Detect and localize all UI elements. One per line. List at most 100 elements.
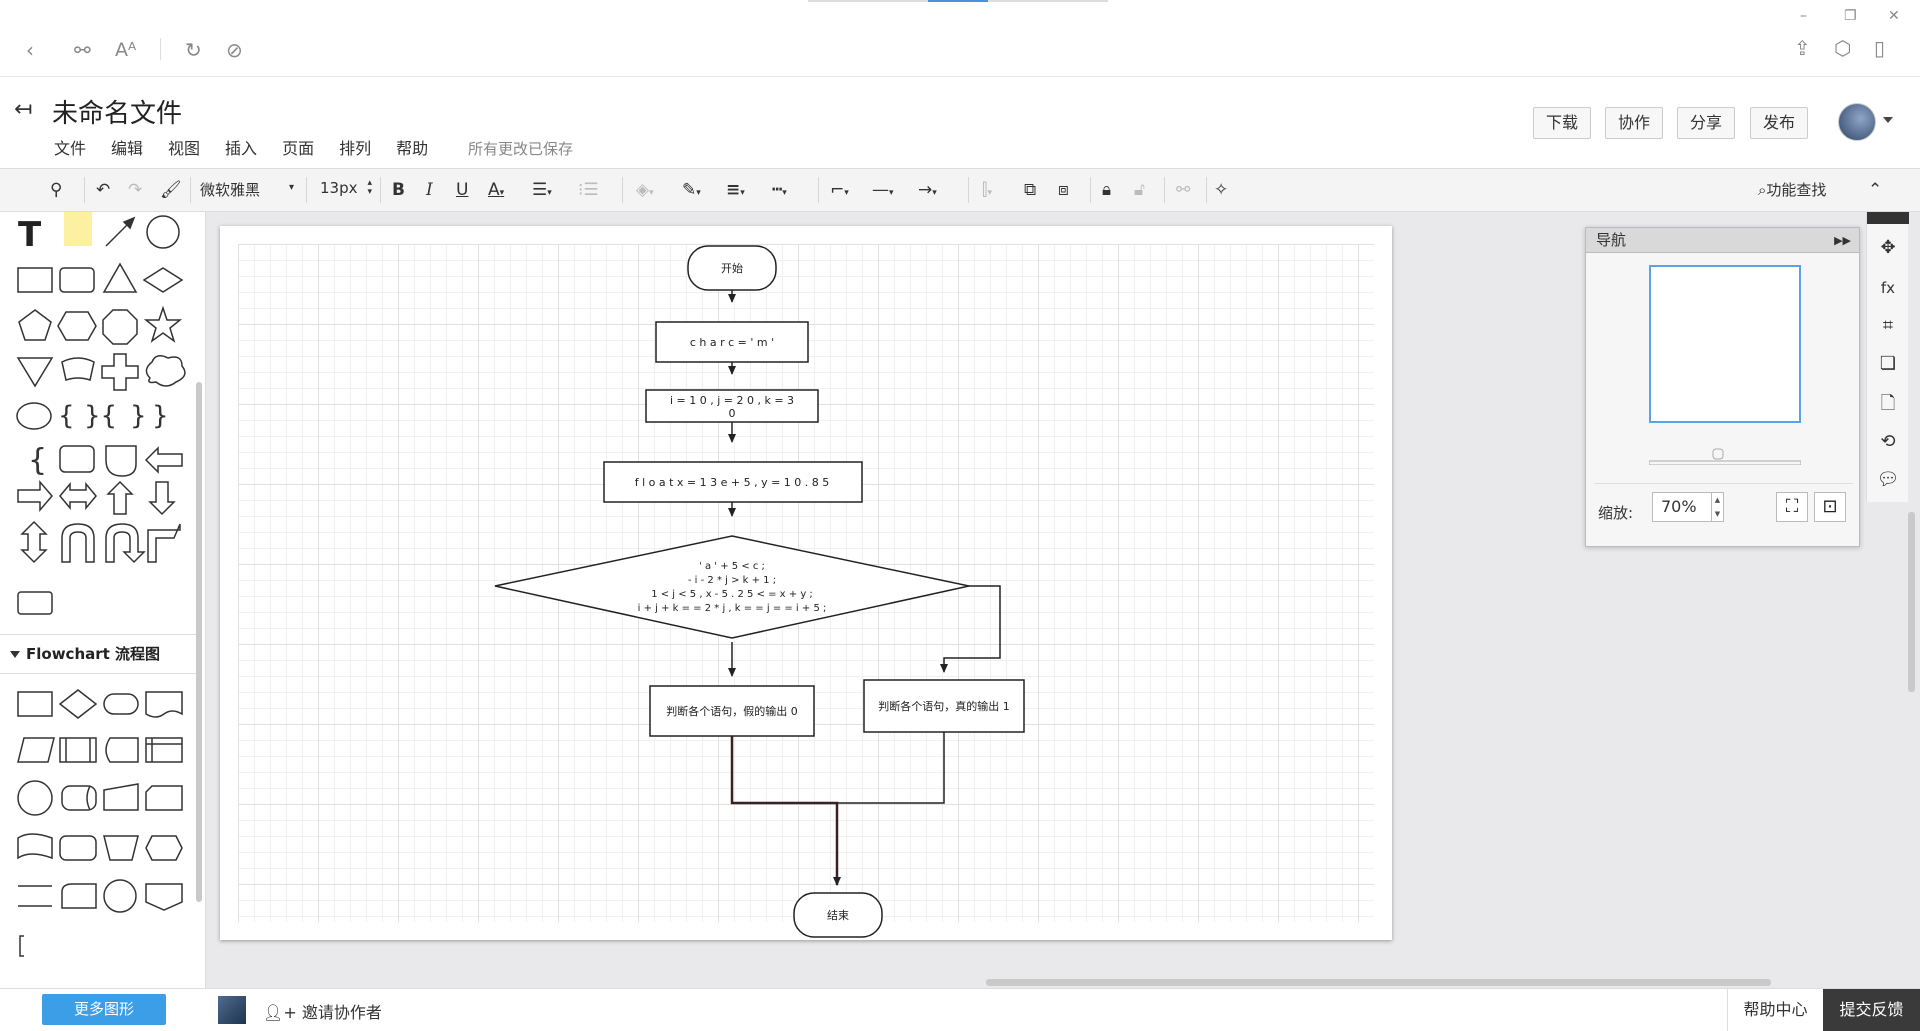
feature-search-button[interactable]: ⌕功能查找 (1758, 180, 1826, 200)
format-brush-icon[interactable]: 🖌 (160, 180, 182, 200)
fc-direct-data[interactable] (61, 785, 97, 811)
line-spacing-icon[interactable]: ⁝☰ (578, 180, 599, 200)
shape-bracket[interactable]: } (152, 401, 169, 431)
feedback-button[interactable]: 提交反馈 (1823, 989, 1920, 1031)
close-icon[interactable]: ✕ (1888, 8, 1900, 24)
format-painter-pin-icon[interactable]: ⚲ (50, 180, 63, 200)
link-icon[interactable]: ⚯ (74, 38, 91, 62)
shape-curly[interactable]: { (28, 443, 47, 478)
shape-right-arrow[interactable] (17, 479, 53, 513)
collapse-toolbar-icon[interactable]: ⌃ (1868, 180, 1883, 200)
download-button[interactable]: 下载 (1533, 107, 1592, 139)
formula-icon[interactable]: fx (1880, 279, 1896, 297)
shape-circle[interactable] (146, 215, 180, 249)
node-false[interactable] (649, 685, 815, 737)
shape-rounded-rect[interactable] (59, 267, 95, 293)
pages-icon[interactable]: ❏ (1879, 353, 1897, 374)
navigator-viewport[interactable] (1649, 265, 1801, 423)
node-condition[interactable] (494, 535, 970, 639)
horizontal-scrollbar[interactable] (986, 979, 1771, 986)
fc-loop-limit[interactable] (61, 883, 97, 909)
shape-tag[interactable] (105, 445, 137, 477)
menu-edit[interactable]: 编辑 (111, 139, 144, 158)
shape-inv-triangle[interactable] (16, 357, 54, 388)
line-color-icon[interactable]: ✎▾ (682, 180, 701, 200)
fc-manual-input[interactable] (103, 783, 139, 811)
fc-process[interactable] (17, 691, 53, 717)
fc-parallel[interactable] (18, 885, 52, 907)
minimize-icon[interactable]: – (1800, 8, 1807, 24)
shape-corner[interactable] (147, 523, 181, 563)
node-char[interactable] (655, 321, 809, 363)
shape-down-arrow[interactable] (148, 481, 176, 516)
sidebar-scrollbar[interactable] (196, 382, 202, 902)
fc-predefined[interactable] (59, 737, 97, 763)
navigator-toggle-icon[interactable]: ✥ (1880, 237, 1896, 258)
fill-color-icon[interactable]: ◈▾ (636, 180, 654, 200)
shape-text[interactable]: T (18, 215, 42, 255)
undo-icon[interactable]: ↶ (96, 180, 111, 200)
bring-front-icon[interactable]: ⧉ (1024, 180, 1037, 200)
send-back-icon[interactable]: ⧈ (1058, 180, 1069, 200)
underline-icon[interactable]: U (456, 180, 469, 200)
return-icon[interactable]: ↤ (14, 97, 33, 122)
back-icon[interactable]: ‹ (26, 38, 34, 62)
line-start-icon[interactable]: —▾ (872, 180, 894, 200)
font-family-select[interactable]: 微软雅黑▾ (200, 179, 294, 200)
fc-manual-op[interactable] (103, 835, 139, 861)
fc-on-page[interactable] (103, 879, 137, 913)
fc-off-page[interactable] (145, 883, 183, 911)
page-icon[interactable]: 🗋 (1880, 393, 1896, 414)
lock-icon[interactable]: 🔒︎ (1102, 180, 1112, 200)
crop-icon[interactable]: ⌗ (1882, 315, 1894, 336)
menu-insert[interactable]: 插入 (225, 139, 258, 158)
chevron-down-icon[interactable] (1883, 117, 1893, 123)
shape-double-arrow[interactable] (59, 481, 97, 511)
fc-stored[interactable] (105, 737, 139, 763)
menu-file[interactable]: 文件 (54, 139, 87, 158)
shape-brace[interactable]: { (58, 401, 75, 431)
shape-left-arrow[interactable] (144, 446, 183, 474)
comment-icon[interactable]: 💬︎ (1876, 469, 1900, 490)
menu-help[interactable]: 帮助 (396, 139, 429, 158)
flowchart-section-header[interactable]: Flowchart 流程图 (0, 634, 196, 674)
shape-brace-pair[interactable]: }{ (84, 401, 117, 431)
font-color-icon[interactable]: A▾ (488, 180, 505, 200)
zoom-stepper[interactable]: ▲▼ (1712, 492, 1724, 522)
shape-note[interactable] (64, 212, 92, 246)
shape-up-arrow[interactable] (106, 480, 134, 515)
shape-small-rect[interactable] (17, 591, 53, 615)
help-center-button[interactable]: 帮助中心 (1727, 989, 1823, 1031)
shape-updown-arrow[interactable] (20, 520, 48, 564)
shape-arrow-line[interactable] (105, 216, 136, 247)
redo-icon[interactable]: ↷ (128, 180, 143, 200)
menu-view[interactable]: 视图 (168, 139, 201, 158)
shape-diamond[interactable] (142, 267, 184, 293)
edge-false-end[interactable] (730, 726, 841, 886)
history-icon[interactable]: ⟲ (1880, 431, 1896, 452)
more-shapes-button[interactable]: 更多图形 (42, 994, 166, 1025)
hyperlink-icon[interactable]: ⚯ (1176, 180, 1191, 200)
shape-cloud[interactable] (145, 355, 186, 387)
shape-star[interactable] (143, 305, 183, 343)
compass-icon[interactable]: ⊘ (226, 38, 243, 62)
fc-internal[interactable] (145, 737, 183, 763)
vertical-scrollbar[interactable] (1908, 512, 1915, 692)
shape-close-brace[interactable]: } (130, 401, 147, 431)
font-size-select[interactable]: 13px▴▾ (320, 179, 372, 198)
share-button[interactable]: 分享 (1677, 107, 1736, 139)
line-style-icon[interactable]: ┅▾ (772, 180, 787, 200)
line-end-icon[interactable]: →▾ (918, 180, 937, 200)
fit-view-icon[interactable]: ⊡ (1814, 492, 1846, 522)
invite-collaborator-button[interactable]: 👤︎+ 邀请协作者 (263, 999, 382, 1023)
shape-u-arrow[interactable] (105, 523, 146, 564)
restore-icon[interactable]: ❐ (1844, 8, 1857, 24)
zoom-input[interactable]: 70% (1652, 492, 1712, 522)
menu-arrange[interactable]: 排列 (339, 139, 372, 158)
align-shapes-icon[interactable]: ⫿▾ (982, 180, 992, 200)
avatar[interactable] (1838, 103, 1876, 141)
fc-terminator[interactable] (103, 693, 139, 715)
avatar[interactable] (218, 996, 246, 1024)
refresh-icon[interactable]: ↻ (185, 38, 202, 62)
expand-arrow-icon[interactable]: ▶▶ (1834, 234, 1851, 247)
